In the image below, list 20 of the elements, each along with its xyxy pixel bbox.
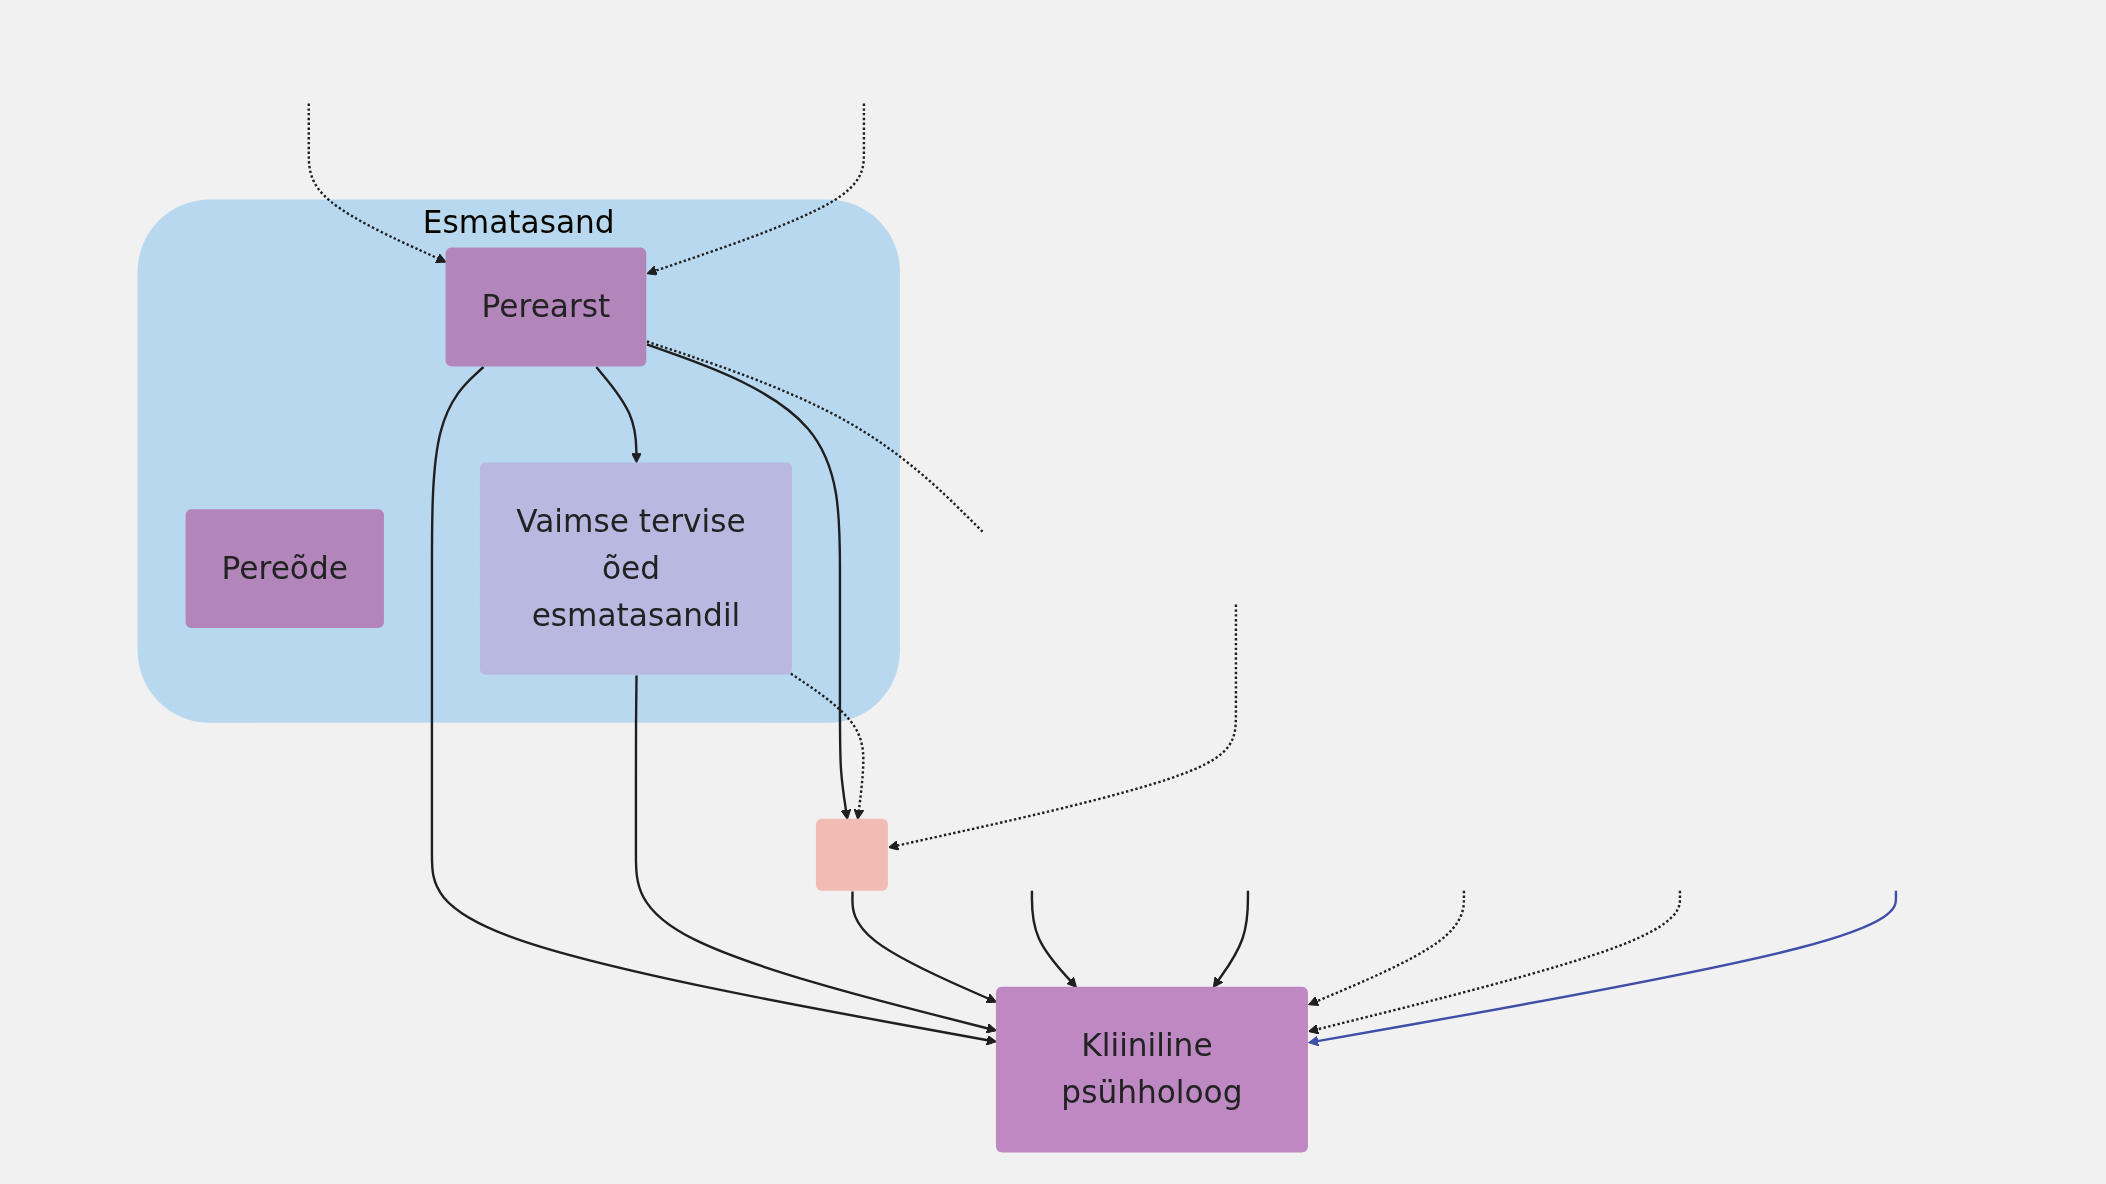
arrow [634, 675, 998, 1034]
arrow [307, 103, 447, 264]
arrow [646, 103, 866, 276]
arrow [1308, 890, 1466, 1006]
arrow [1213, 890, 1250, 988]
node-box [816, 818, 889, 891]
arrow [1308, 890, 1682, 1035]
arrow [888, 604, 1238, 851]
node-box: Vaimse tervise õed esmatasandil [480, 462, 793, 675]
arrow [1308, 890, 1898, 1047]
node-box: Perearst [445, 247, 647, 367]
arrow [851, 891, 998, 1004]
node-box: Kliiniline psühholoog [996, 986, 1309, 1153]
arrow [1030, 890, 1078, 988]
connector [646, 340, 985, 534]
arrow [430, 366, 998, 1046]
arrow [790, 672, 865, 820]
arrow [595, 366, 642, 464]
node-box: Pereõde [185, 509, 385, 628]
arrow [646, 343, 852, 820]
